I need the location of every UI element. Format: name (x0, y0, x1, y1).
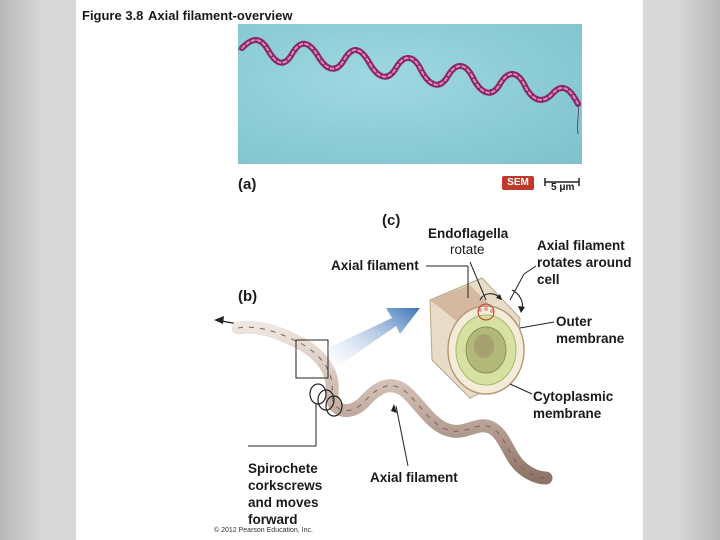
figure-number: Figure 3.8 (82, 8, 143, 23)
axial-rotates-line1: Axial filament (537, 238, 625, 254)
spirochete-line4: forward (248, 512, 298, 528)
outer-membrane-line2: membrane (556, 331, 624, 347)
zoom-arrow (328, 308, 420, 372)
spirochete-sem-image (238, 24, 582, 164)
sem-micrograph (238, 24, 582, 164)
endoflagella-label: Endoflagella (428, 226, 508, 242)
spirochete-line1: Spirochete (248, 461, 318, 477)
panel-b-label: (b) (238, 288, 257, 305)
outer-membrane-line1: Outer (556, 314, 592, 330)
panel-a-label: (a) (238, 176, 256, 193)
figure-title: Axial filament-overview (148, 8, 293, 23)
axial-filament-label-bottom: Axial filament (370, 470, 458, 486)
cytoplasmic-membrane-line1: Cytoplasmic (533, 389, 613, 405)
axial-rotates-line3: cell (537, 272, 560, 288)
endoflagella-rotate-label: rotate (450, 242, 485, 258)
panel-c-label: (c) (382, 212, 400, 229)
axial-filament-label-top: Axial filament (331, 258, 419, 274)
copyright-credit: © 2012 Pearson Education, Inc. (214, 527, 313, 534)
cytoplasmic-membrane-line2: membrane (533, 406, 601, 422)
axial-rotates-line2: rotates around (537, 255, 632, 271)
spirochete-line2: corkscrews (248, 478, 322, 494)
sem-badge: SEM (502, 176, 534, 190)
spirochete-line3: and moves (248, 495, 319, 511)
cross-section (430, 278, 524, 398)
scale-bar-label: 5 μm (551, 182, 574, 193)
